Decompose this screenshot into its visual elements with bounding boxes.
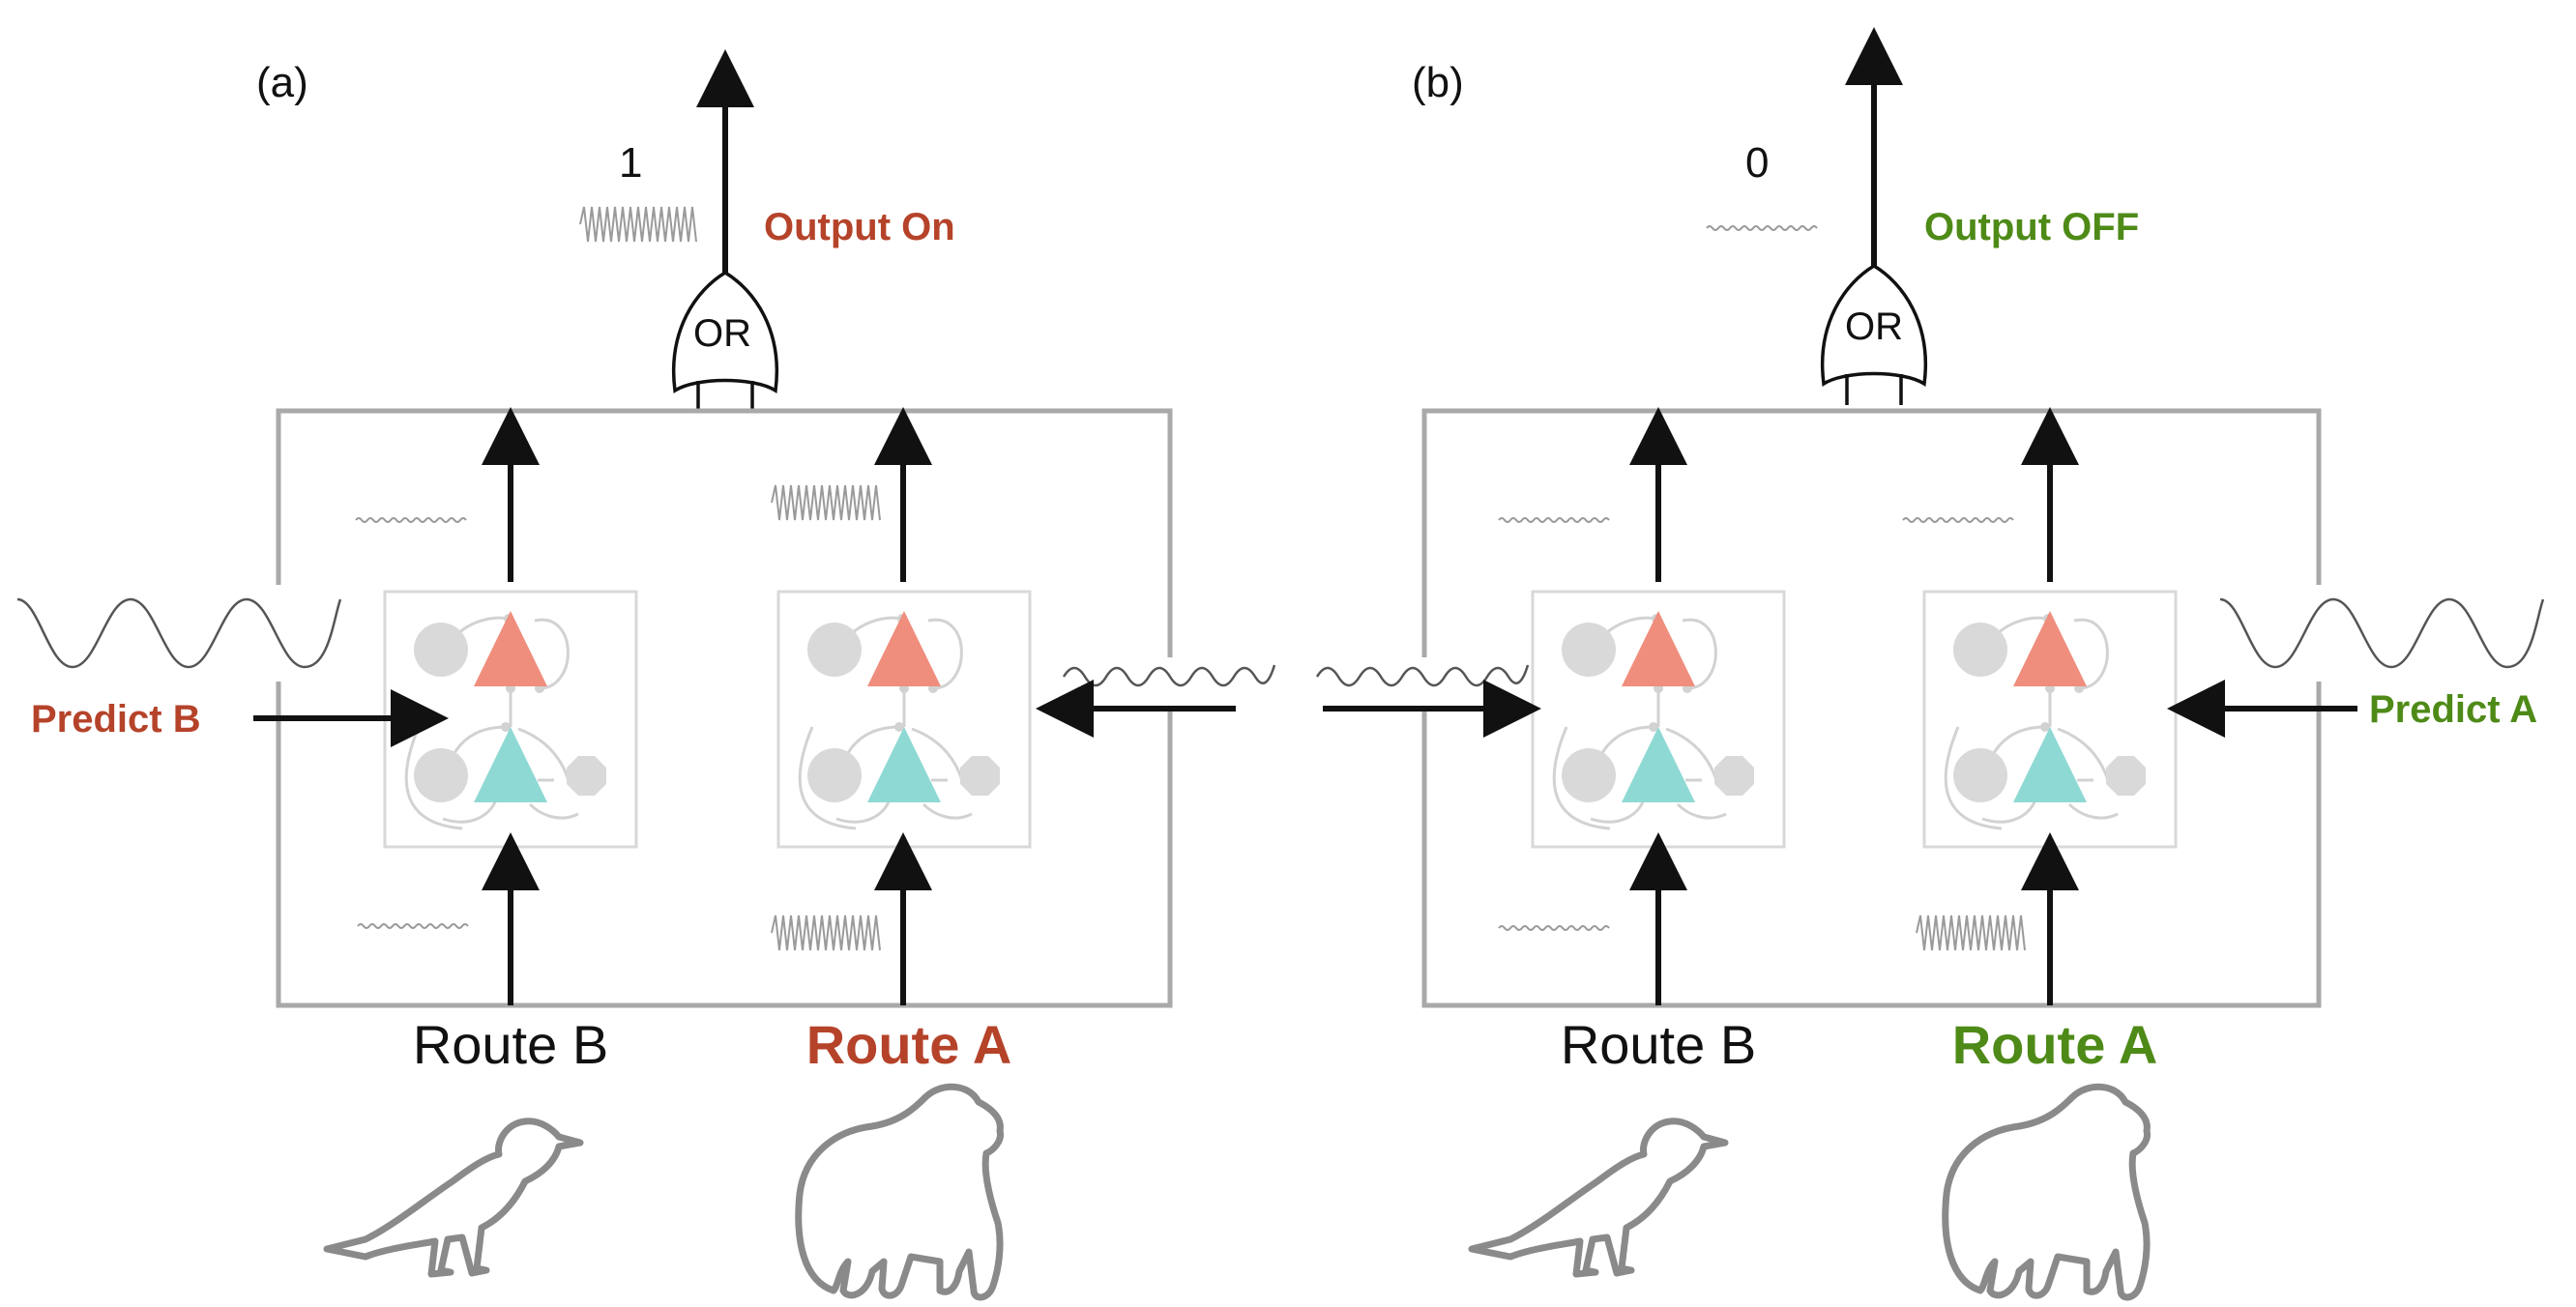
output-state-label: Output On: [764, 206, 955, 248]
route-b-output-signal-low: [355, 517, 467, 523]
route-b-input-signal-low: [1498, 925, 1610, 931]
output-signal-high: [579, 206, 697, 243]
predict-label: Predict B: [31, 698, 201, 741]
output-state-label: Output OFF: [1924, 206, 2139, 248]
route-a-output-signal-high: [771, 484, 881, 521]
route-a-input-signal-high: [1916, 915, 2026, 951]
system-frame: [1421, 408, 2322, 1008]
microcircuit-route-b: [1531, 590, 1786, 849]
output-signal-low: [1706, 225, 1818, 231]
or-gate-label: OR: [1845, 305, 1903, 348]
lateral-signal-wave: [1062, 664, 1276, 687]
prediction-signal-wave: [2219, 597, 2545, 669]
route-a-label: Route A: [806, 1014, 1012, 1075]
predict-label: Predict A: [2369, 688, 2537, 731]
microcircuit-route-a: [1922, 590, 2178, 849]
route-a-label: Route A: [1952, 1014, 2158, 1075]
gorilla-icon: [1946, 1087, 2148, 1297]
or-gate-label: OR: [693, 312, 751, 355]
lateral-signal-wave: [1315, 664, 1530, 687]
route-b-output-signal-low: [1498, 517, 1610, 523]
panel-label: (b): [1412, 59, 1464, 106]
route-b-label: Route B: [413, 1014, 608, 1075]
crow-icon: [327, 1121, 580, 1274]
gorilla-icon: [799, 1087, 1001, 1297]
prediction-signal-wave: [16, 597, 342, 669]
system-frame: [276, 408, 1173, 1008]
panel-a: (a) 1 Output On OR Predict B: [16, 49, 1276, 1297]
output-value: 0: [1745, 139, 1769, 187]
microcircuit-route-a: [776, 590, 1032, 849]
panel-label: (a): [256, 59, 308, 106]
route-b-label: Route B: [1561, 1014, 1756, 1075]
route-a-input-signal-high: [771, 915, 881, 951]
output-value: 1: [619, 139, 642, 187]
panel-b: (b) 0 Output OFF OR Predict A Route B Ro…: [1315, 27, 2545, 1297]
crow-icon: [1472, 1121, 1725, 1274]
route-b-input-signal-low: [357, 923, 469, 929]
route-a-output-signal-low: [1902, 517, 2014, 523]
